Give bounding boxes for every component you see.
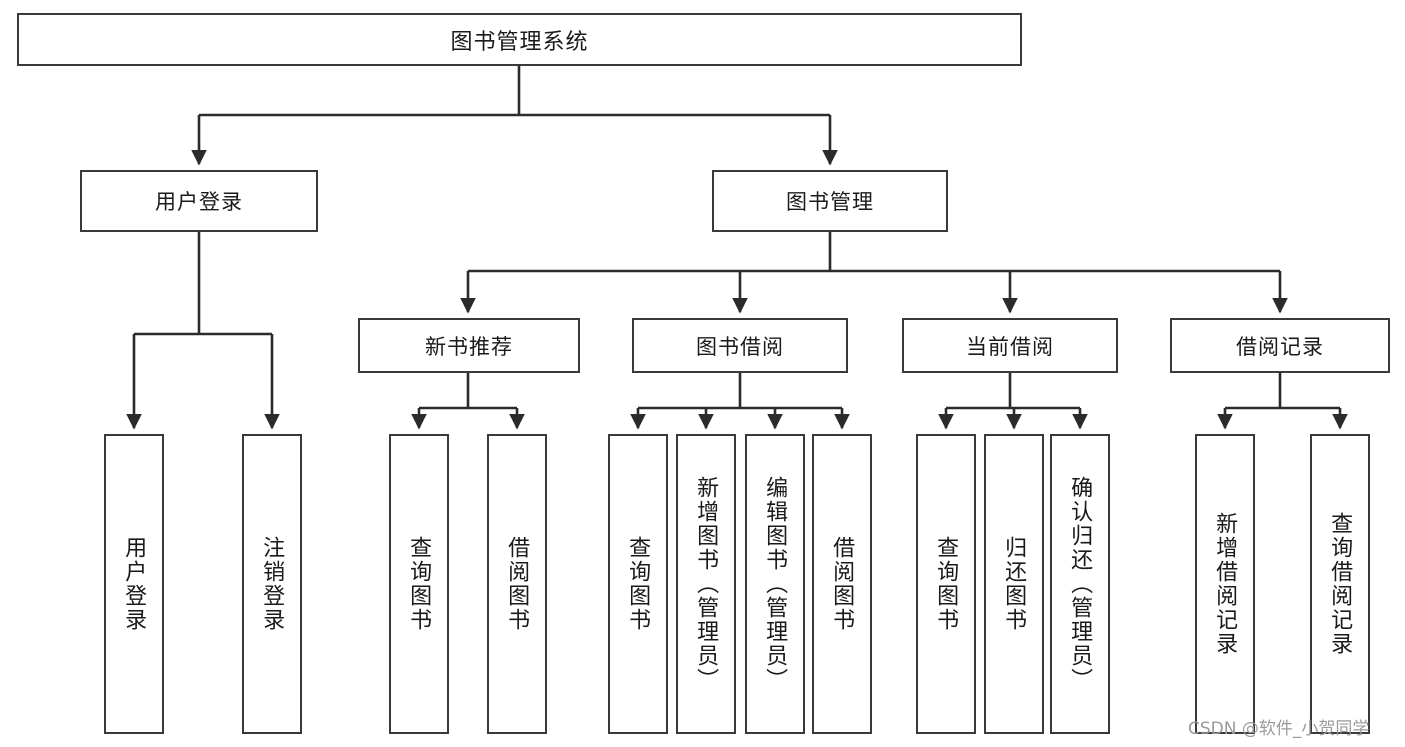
node-label: 用户登录 [122,536,148,632]
node-book-manage[interactable]: 图书管理 [712,170,948,232]
node-label: 新增借阅记录 [1213,512,1239,656]
node-user-login[interactable]: 用户登录 [80,170,318,232]
leaf-book-borrow-3[interactable]: 借阅图书 [812,434,872,734]
watermark-text: CSDN @软件_小贺同学 [1188,719,1370,739]
leaf-user-login-1[interactable]: 注销登录 [242,434,302,734]
node-label: 用户登录 [155,191,243,214]
leaf-current-borrow-1[interactable]: 归还图书 [984,434,1044,734]
leaf-book-borrow-1[interactable]: 新增图书（管理员） [676,434,736,734]
node-label: 借阅图书 [505,536,531,632]
node-label: 图书管理系统 [450,28,589,54]
node-label: 新增图书（管理员） [694,476,720,692]
node-borrow-record[interactable]: 借阅记录 [1170,318,1390,373]
node-new-book-recommend[interactable]: 新书推荐 [358,318,580,373]
node-book-borrow[interactable]: 图书借阅 [632,318,848,373]
leaf-current-borrow-0[interactable]: 查询图书 [916,434,976,734]
node-label: 查询图书 [407,536,433,632]
node-label: 查询图书 [934,536,960,632]
node-label: 编辑图书（管理员） [763,476,789,692]
leaf-new-book-recommend-0[interactable]: 查询图书 [389,434,449,734]
node-label: 借阅图书 [830,536,856,632]
leaf-book-borrow-0[interactable]: 查询图书 [608,434,668,734]
leaf-book-borrow-2[interactable]: 编辑图书（管理员） [745,434,805,734]
leaf-current-borrow-2[interactable]: 确认归还（管理员） [1050,434,1110,734]
node-label: 图书借阅 [696,335,784,359]
node-label: 确认归还（管理员） [1068,476,1094,692]
node-label: 注销登录 [260,536,286,632]
leaf-new-book-recommend-1[interactable]: 借阅图书 [487,434,547,734]
node-label: 图书管理 [786,191,874,214]
leaf-borrow-record-1[interactable]: 查询借阅记录 [1310,434,1370,734]
leaf-user-login-0[interactable]: 用户登录 [104,434,164,734]
node-label: 归还图书 [1002,536,1028,632]
node-label: 查询图书 [626,536,652,632]
node-label: 当前借阅 [966,335,1054,359]
node-current-borrow[interactable]: 当前借阅 [902,318,1118,373]
leaf-borrow-record-0[interactable]: 新增借阅记录 [1195,434,1255,734]
node-label: 借阅记录 [1236,335,1324,359]
node-label: 查询借阅记录 [1328,512,1354,656]
node-root-book-management-system[interactable]: 图书管理系统 [17,13,1022,66]
node-label: 新书推荐 [425,335,513,359]
